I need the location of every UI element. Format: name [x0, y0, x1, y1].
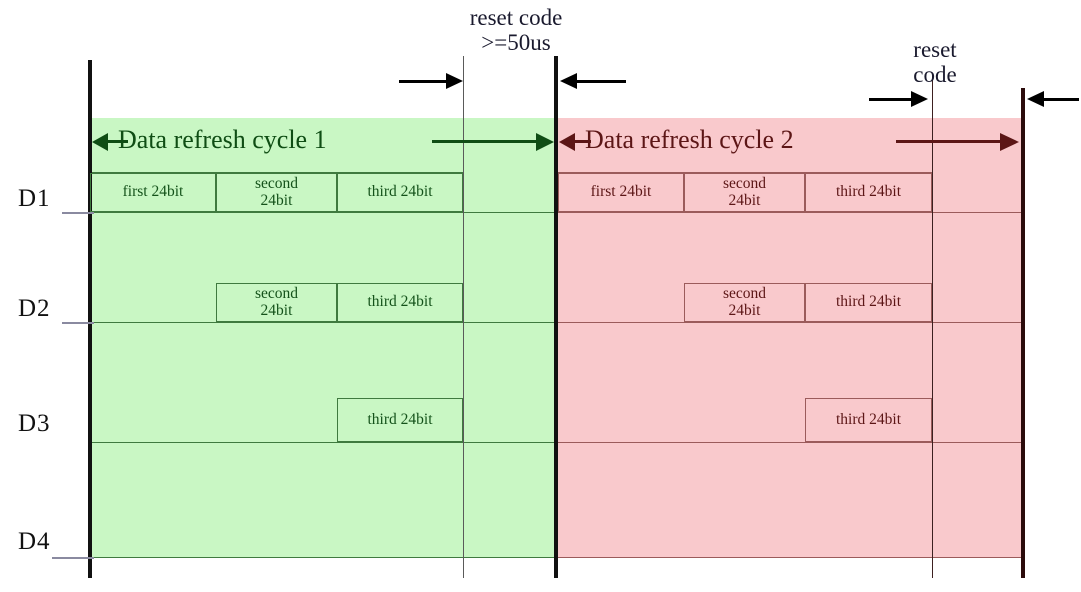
reset-2-arrow-in-head [911, 91, 928, 107]
cycle-2-arrow-right [1000, 133, 1019, 151]
cycle-2-span-line-left [573, 140, 591, 143]
cycle-2-arrow-left [559, 133, 575, 151]
data-box: third 24bit [805, 173, 932, 212]
channel-tick-d1 [62, 212, 94, 214]
row-separator-d2-g [90, 322, 556, 323]
cycle-2-region [556, 118, 1023, 558]
channel-tick-d2 [62, 322, 94, 324]
cycle-end-rail [1021, 88, 1025, 578]
row-separator-d4-p [556, 557, 1023, 558]
reset-1-arrow-in-head [446, 73, 463, 89]
data-box: first 24bit [90, 173, 216, 212]
reset-2-arrow-out-line [1043, 98, 1079, 101]
data-box-label: second 24bit [254, 175, 299, 209]
row-separator-d4-g [90, 557, 556, 558]
data-box: second 24bit [216, 283, 337, 322]
data-box: third 24bit [805, 398, 932, 442]
data-box: third 24bit [337, 398, 463, 442]
data-box: second 24bit [684, 173, 805, 212]
data-box-label: third 24bit [367, 293, 433, 311]
channel-tick-d4 [52, 557, 94, 559]
data-box: first 24bit [558, 173, 684, 212]
cycle-1-arrow-left [92, 133, 108, 151]
reset-code-caption-2-line2: code [913, 61, 957, 87]
reset-1-arrow-in-line [399, 80, 449, 83]
row-separator-top-g [90, 172, 464, 173]
data-box-label: second 24bit [722, 175, 767, 209]
reset-2-arrow-out-head [1027, 91, 1044, 107]
data-box-label: first 24bit [590, 183, 652, 201]
row-separator-top-p [556, 172, 932, 173]
channel-label-d3: D3 [18, 410, 51, 437]
row-separator-d3-p [556, 442, 1023, 443]
data-box-label: second 24bit [722, 285, 767, 319]
reset-code-caption-2-line1: reset [913, 37, 957, 62]
cycle-start-rail [88, 60, 92, 578]
data-box-label: third 24bit [835, 410, 901, 428]
cycle-1-region [90, 118, 556, 558]
data-box-label: second 24bit [254, 285, 299, 319]
cycle-2-label: Data refresh cycle 2 [585, 125, 794, 154]
cycle-boundary-rail [554, 56, 558, 578]
reset-1-arrow-out-head [560, 73, 577, 89]
reset-1-arrow-out-line [576, 80, 626, 83]
data-box: third 24bit [805, 283, 932, 322]
cycle-2-span-line-right [896, 140, 1002, 143]
cycle-1-span-line-right [432, 140, 538, 143]
channel-label-d1: D1 [18, 185, 51, 212]
data-box: second 24bit [216, 173, 337, 212]
data-box: second 24bit [684, 283, 805, 322]
data-box-label: third 24bit [367, 410, 433, 428]
reset-code-caption-1-line1: reset code [469, 5, 563, 30]
data-box: third 24bit [337, 283, 463, 322]
data-end-line-cycle-2 [932, 74, 933, 578]
reset-2-arrow-in-line [869, 98, 913, 101]
data-box-label: first 24bit [122, 183, 184, 201]
channel-label-d2: D2 [18, 295, 51, 322]
row-separator-d1-g [90, 212, 556, 213]
row-separator-d1-p [556, 212, 1023, 213]
channel-label-d4: D4 [18, 528, 51, 555]
cycle-1-span-line-left [106, 140, 128, 143]
reset-code-caption-1-line2: >=50us [481, 29, 551, 55]
cycle-1-arrow-right [536, 133, 554, 151]
cycle-1-label: Data refresh cycle 1 [118, 125, 327, 154]
data-box: third 24bit [337, 173, 463, 212]
data-box-label: third 24bit [835, 183, 901, 201]
row-separator-d2-p [556, 322, 1023, 323]
reset-code-caption-2: reset code [875, 37, 995, 88]
reset-code-caption-1: reset code >=50us [421, 5, 611, 56]
data-box-label: third 24bit [367, 183, 433, 201]
data-box-label: third 24bit [835, 293, 901, 311]
data-end-line-cycle-1 [463, 56, 464, 578]
row-separator-d3-g [90, 442, 556, 443]
